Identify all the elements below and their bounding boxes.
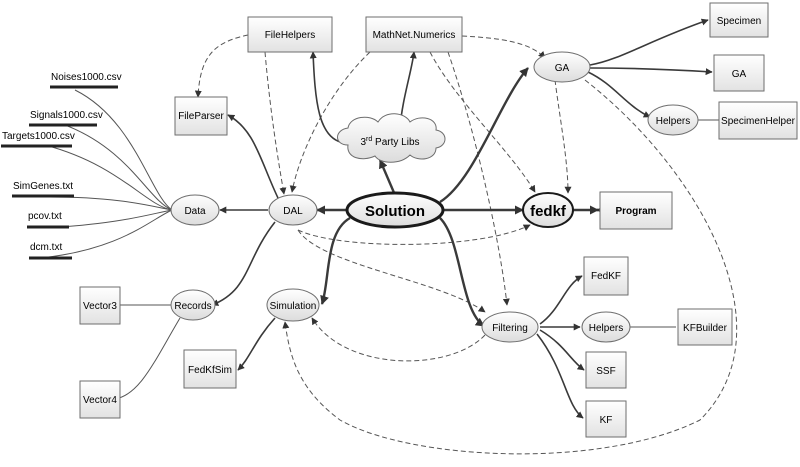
arrow-filtering-kf (536, 333, 584, 419)
node-mathnet-numerics[interactable]: MathNet.Numerics (365, 16, 463, 53)
file-pcov[interactable]: pcov.txt (27, 211, 69, 229)
connector-mathnet-ga (461, 35, 546, 59)
connector-noises-data (74, 89, 173, 211)
ga-helpers-label: Helpers (656, 116, 690, 127)
node-simulation[interactable]: Simulation (266, 288, 320, 322)
fedkf-label: fedkf (530, 203, 567, 220)
arrow-thirdparty-filehelpers (309, 51, 346, 144)
solution-label: Solution (365, 203, 425, 220)
kf-label: KF (600, 415, 613, 426)
file-noises[interactable]: Noises1000.csv (50, 72, 122, 89)
program-label: Program (615, 206, 656, 217)
arrow-dal-fileparser (227, 114, 279, 199)
node-dal[interactable]: DAL (268, 194, 318, 226)
connector-pcov-data (44, 209, 173, 229)
node-kfbuilder[interactable]: KFBuilder (677, 308, 733, 346)
specimen-label: Specimen (717, 16, 761, 27)
data-label: Data (184, 206, 206, 217)
file-dcm[interactable]: dcm.txt (29, 242, 72, 260)
connector-mathnet-filtering (447, 51, 510, 306)
connector-ga-fedkf (554, 79, 572, 194)
ga-box-label: GA (732, 69, 747, 80)
node-program[interactable]: Program (599, 191, 673, 230)
filter-helpers-label: Helpers (589, 323, 623, 334)
node-records[interactable]: Records (170, 289, 216, 321)
node-kf[interactable]: KF (585, 400, 627, 438)
connector-mathnet-fedkf (429, 51, 536, 193)
targets-label: Targets1000.csv (2, 131, 75, 142)
ssf-label: SSF (596, 366, 615, 377)
arrow-filtering-fedkf (539, 275, 583, 325)
connector-simgenes-data (49, 196, 173, 211)
fileparser-label: FileParser (178, 111, 224, 122)
arrow-ga-specimen (589, 18, 709, 66)
arrow-ga-helpers (587, 71, 651, 118)
node-ga[interactable]: GA (533, 51, 591, 83)
records-label: Records (174, 301, 211, 312)
node-vector3[interactable]: Vector3 (79, 286, 121, 325)
fedkfsim-label: FedKfSim (188, 365, 232, 376)
arrow-dal-records (211, 221, 276, 306)
connector-filtering-simulation (311, 317, 486, 362)
arrow-solution-filtering (439, 217, 485, 327)
noises-label: Noises1000.csv (51, 72, 122, 83)
arrow-filtering-ssf (539, 329, 585, 371)
arrow-solution-ga (439, 67, 529, 204)
connector-records-vector4 (114, 317, 181, 400)
connector-filehelpers-fileparser (194, 34, 249, 98)
specimenhelper-label: SpecimenHelper (721, 116, 796, 127)
connector-dal-fedkf (297, 224, 531, 245)
mathnet-label: MathNet.Numerics (373, 30, 456, 41)
connector-dal-filtering (297, 229, 486, 313)
file-signals[interactable]: Signals1000.csv (29, 110, 103, 127)
simgenes-label: SimGenes.txt (13, 181, 73, 192)
arrow-simulation-fedkfsim (237, 317, 276, 371)
file-targets[interactable]: Targets1000.csv (1, 131, 75, 148)
signals-label: Signals1000.csv (30, 110, 103, 121)
node-fedkfsim[interactable]: FedKfSim (183, 349, 237, 389)
connector-dcm-data (39, 209, 173, 259)
connector-signals-data (64, 124, 173, 211)
node-filehelpers[interactable]: FileHelpers (247, 16, 333, 53)
file-simgenes[interactable]: SimGenes.txt (12, 181, 74, 198)
node-ga-helpers[interactable]: Helpers (647, 104, 699, 136)
dependency-connectors (194, 34, 738, 455)
connector-filehelpers-dal (264, 51, 287, 195)
node-filtering[interactable]: Filtering (481, 311, 539, 343)
fedkf-box-label: FedKF (591, 271, 621, 282)
vector3-label: Vector3 (83, 301, 117, 312)
pcov-label: pcov.txt (28, 211, 62, 222)
node-fedkf-box[interactable]: FedKF (583, 256, 629, 296)
dal-label: DAL (283, 206, 303, 217)
filtering-label: Filtering (492, 323, 528, 334)
simulation-label: Simulation (270, 301, 317, 312)
kfbuilder-label: KFBuilder (683, 323, 728, 334)
connector-targets-data (44, 144, 173, 211)
connector-mathnet-dal (289, 51, 371, 193)
node-filter-helpers[interactable]: Helpers (581, 311, 631, 343)
node-vector4[interactable]: Vector4 (79, 380, 121, 419)
node-ssf[interactable]: SSF (585, 351, 627, 389)
node-data[interactable]: Data (170, 194, 220, 226)
data-file-connectors (39, 89, 719, 400)
node-ga-box[interactable]: GA (713, 54, 765, 92)
arrow-solution-thirdparty (378, 159, 397, 196)
vector4-label: Vector4 (83, 395, 117, 406)
arrow-solution-simulation (320, 216, 351, 305)
dcm-label: dcm.txt (30, 242, 62, 253)
node-fileparser[interactable]: FileParser (174, 96, 228, 136)
node-solution[interactable]: Solution (345, 191, 445, 229)
third-party-label: 3rd Party Libs (360, 136, 419, 148)
node-fedkf[interactable]: fedkf (522, 192, 574, 228)
node-specimenhelper[interactable]: SpecimenHelper (718, 101, 798, 140)
node-third-party-libs[interactable]: 3rd Party Libs (337, 113, 446, 163)
ga-label: GA (555, 63, 570, 74)
node-specimen[interactable]: Specimen (709, 2, 769, 38)
filehelpers-label: FileHelpers (265, 30, 316, 41)
hierarchy-arrows (211, 18, 713, 419)
connector-ga-simulation (282, 79, 738, 455)
arrow-ga-box (589, 67, 713, 76)
